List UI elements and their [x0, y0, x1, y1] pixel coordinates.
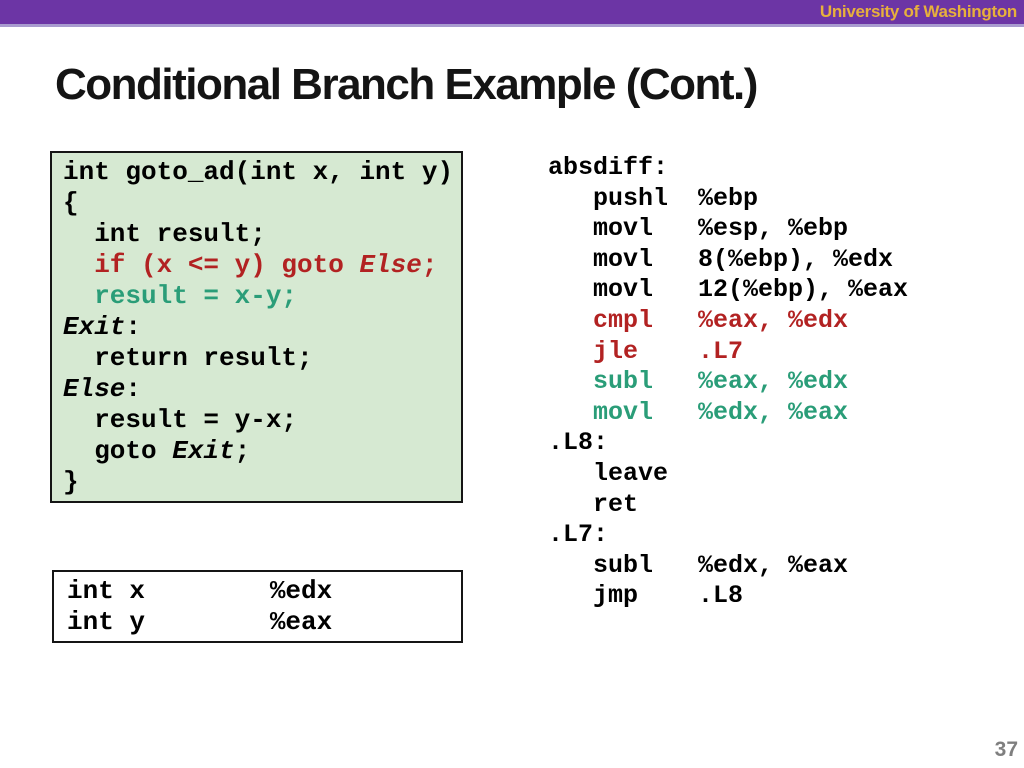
code-line: }: [63, 467, 79, 497]
header-bar: University of Washington: [0, 0, 1024, 27]
assembly-code: absdiff: pushl %ebp movl %esp, %ebp movl…: [548, 153, 908, 612]
code-line: int x %edx: [67, 576, 333, 606]
code-line: goto Exit;: [63, 436, 251, 466]
code-line: Exit:: [63, 312, 142, 342]
code-line: cmpl %eax, %edx: [548, 305, 849, 335]
code-line: result = y-x;: [63, 405, 298, 435]
code-line: result = x-y;: [63, 281, 298, 311]
code-line: int goto_ad(int x, int y): [63, 157, 454, 187]
slide-title: Conditional Branch Example (Cont.): [55, 60, 758, 109]
code-line: .L7:: [548, 520, 609, 550]
code-line: subl %edx, %eax: [548, 550, 849, 580]
c-code: int goto_ad(int x, int y){ int result; i…: [63, 157, 461, 498]
page-number: 37: [994, 738, 1018, 761]
c-code-panel: int goto_ad(int x, int y){ int result; i…: [50, 151, 463, 503]
institution-name: University of Washington: [819, 2, 1017, 21]
code-line: movl 12(%ebp), %eax: [548, 275, 909, 305]
code-line: int y %eax: [67, 607, 333, 637]
code-line: movl %edx, %eax: [548, 397, 849, 427]
code-line: int result;: [63, 219, 266, 249]
code-line: movl %esp, %ebp: [548, 214, 849, 244]
code-line: jle .L7: [548, 336, 744, 366]
code-line: Else:: [63, 374, 142, 404]
code-line: .L8:: [548, 428, 609, 458]
code-line: ret: [548, 489, 639, 519]
code-line: pushl %ebp: [548, 183, 759, 213]
code-line: {: [63, 188, 79, 218]
code-line: movl 8(%ebp), %edx: [548, 244, 894, 274]
code-line: absdiff:: [548, 153, 669, 182]
code-line: return result;: [63, 343, 313, 373]
code-line: if (x <= y) goto Else;: [63, 250, 438, 280]
code-line: jmp .L8: [548, 581, 744, 611]
code-line: leave: [548, 458, 669, 488]
code-line: subl %eax, %edx: [548, 367, 849, 397]
